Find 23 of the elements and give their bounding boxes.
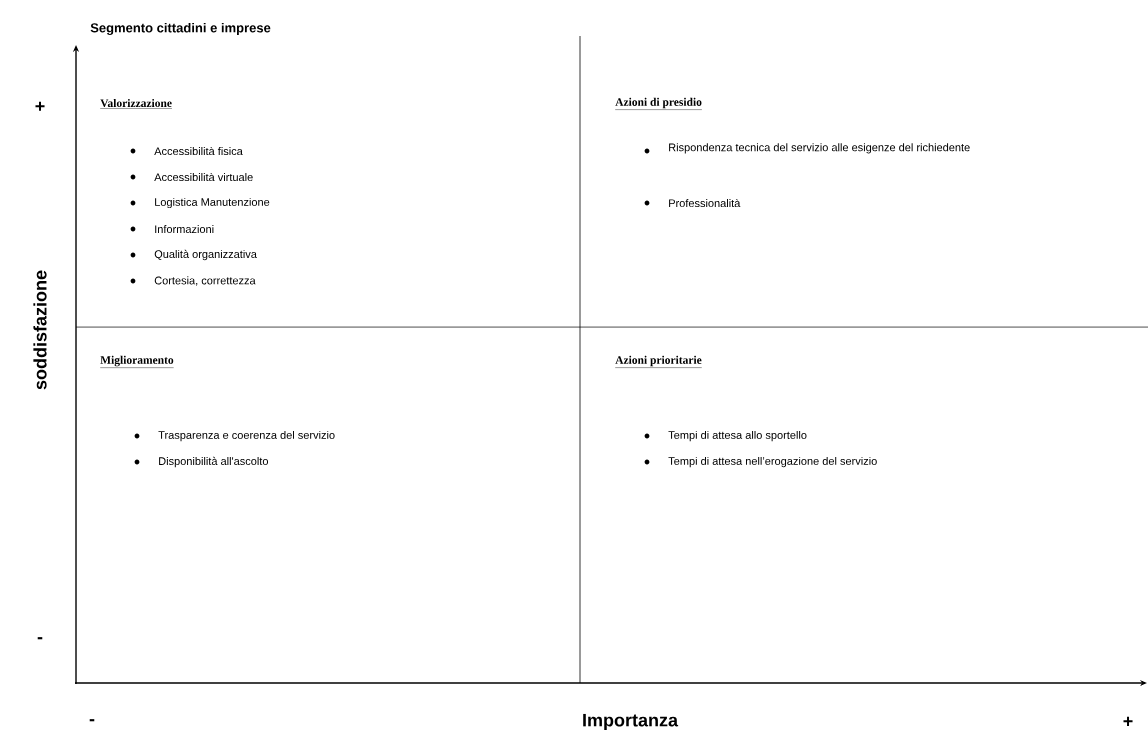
quadrant-heading: Valorizzazione bbox=[100, 98, 173, 109]
list-item: Trasparenza e coerenza del servizio bbox=[158, 430, 335, 442]
list-item: Cortesia, correttezza bbox=[154, 276, 256, 286]
axis-sign: - bbox=[89, 719, 95, 722]
chart-title: Segmento cittadini e imprese bbox=[90, 22, 271, 36]
list-item: Accessibilità fisica bbox=[154, 146, 243, 156]
list-item: Disponibilità all'ascolto bbox=[159, 456, 268, 468]
list-item: Informazioni bbox=[155, 224, 214, 234]
list-item: Logistica Manutenzione bbox=[155, 197, 270, 209]
axis-title: Importanza bbox=[583, 713, 679, 731]
list-item: Professionalità bbox=[669, 198, 741, 208]
list-item: Tempi di attesa nell’erogazione del servizio bbox=[668, 456, 877, 468]
axis-sign: - bbox=[37, 637, 43, 640]
axis-sign: + bbox=[1123, 716, 1133, 726]
list-item: Tempi di attesa allo sportello bbox=[668, 430, 807, 442]
quadrant-heading: Azioni prioritarie bbox=[615, 355, 702, 368]
quadrant-heading: Azioni di presidio bbox=[615, 97, 703, 110]
axis-sign: + bbox=[35, 101, 45, 111]
list-item: Rispondenza tecnica del servizio alle esigenze del richiedente bbox=[669, 143, 970, 154]
axis-title: soddisfazione bbox=[33, 270, 47, 390]
list-item: Qualità organizzativa bbox=[154, 249, 257, 261]
quadrant-heading: Miglioramento bbox=[100, 355, 174, 368]
list-item: Accessibilità virtuale bbox=[154, 172, 253, 182]
